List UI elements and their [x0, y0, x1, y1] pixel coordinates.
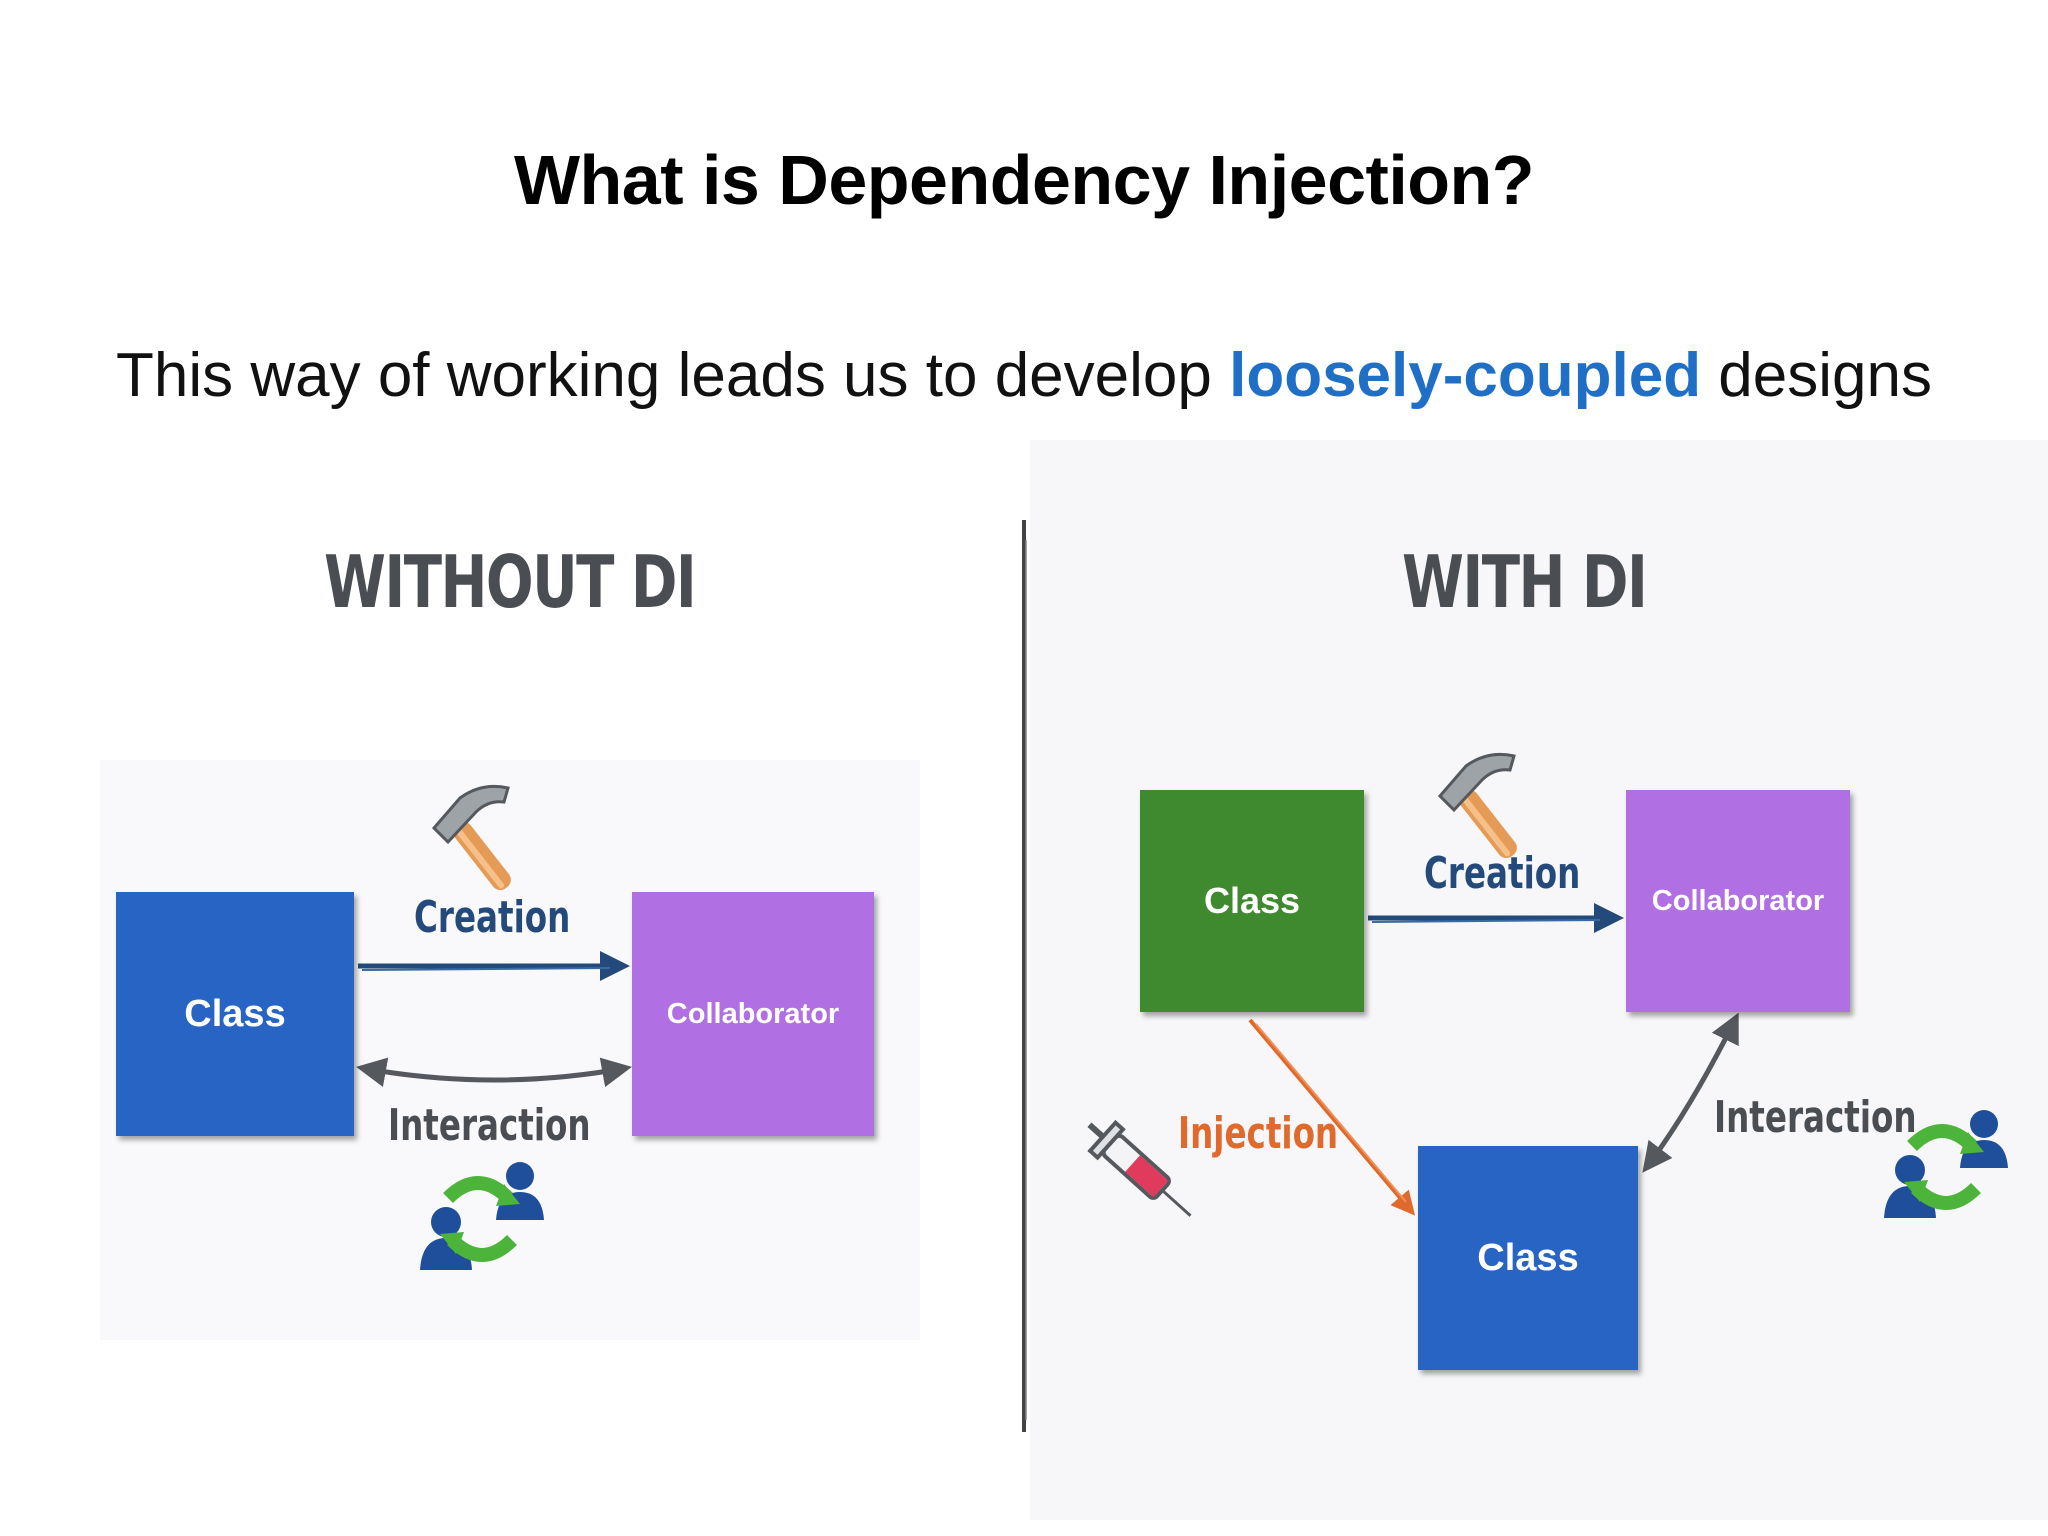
slide-subtitle: This way of working leads us to develop …: [0, 340, 2048, 411]
hammer-icon: [431, 784, 511, 891]
without-interaction-label: Interaction: [388, 1100, 591, 1151]
with-creation-label: Creation: [1424, 848, 1581, 899]
people-exchange-icon: [420, 1162, 544, 1270]
without-creation-label: Creation: [414, 892, 571, 943]
with-class-box: Class: [1140, 790, 1364, 1012]
with-injection-arrow: [1248, 1018, 1416, 1216]
subtitle-text-start: This way of working leads us to develop: [115, 341, 1230, 410]
without-di-heading: WITHOUT DI: [324, 540, 697, 624]
with-creation-arrow: [1368, 903, 1624, 933]
subtitle-highlight: loosely-coupled: [1229, 341, 1702, 410]
with-collaborator-box: Collaborator: [1626, 790, 1850, 1012]
without-collaborator-box: Collaborator: [632, 892, 874, 1136]
with-interaction-label: Interaction: [1714, 1092, 1917, 1143]
with-injection-label: Injection: [1178, 1108, 1339, 1159]
with-interaction-arrow: [1642, 1012, 1739, 1173]
slide-title: What is Dependency Injection?: [513, 141, 1535, 219]
with-di-heading: WITH DI: [1402, 540, 1648, 624]
with-dependent-class-box: Class: [1418, 1146, 1638, 1370]
hammer-icon: [1437, 752, 1517, 859]
without-interaction-arrow: [356, 1057, 632, 1088]
people-exchange-icon: [1884, 1110, 2008, 1218]
subtitle-text-end: designs: [1701, 341, 1933, 410]
without-class-box: Class: [116, 892, 354, 1136]
without-creation-arrow: [358, 951, 630, 981]
syringe-icon: [1087, 1119, 1192, 1217]
